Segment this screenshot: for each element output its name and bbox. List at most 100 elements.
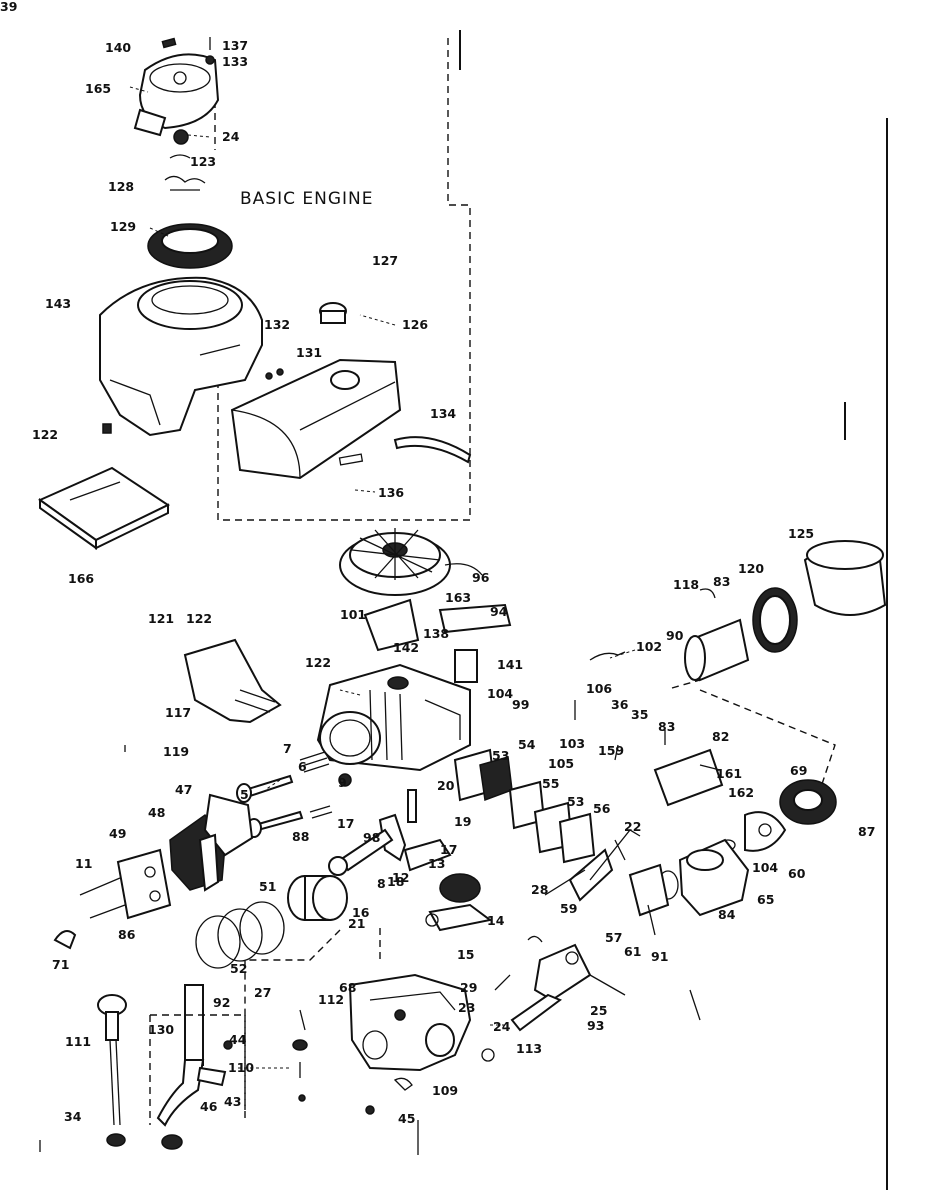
- part-callout: 98: [363, 830, 381, 845]
- part-callout: 36: [611, 697, 629, 712]
- part-callout: 162: [728, 785, 755, 800]
- part-callout: 83: [658, 719, 676, 734]
- oil-fill-tube-part: [156, 984, 227, 1150]
- part-callout: 163: [445, 590, 472, 605]
- part-callout: 48: [148, 805, 166, 820]
- part-callout: 21: [348, 916, 366, 931]
- part-callout: 18: [387, 874, 405, 889]
- part-callout: 52: [230, 961, 248, 976]
- part-callout: 19: [454, 814, 472, 829]
- part-callout: 104: [752, 860, 779, 875]
- piston-part: [287, 875, 348, 921]
- part-callout: 104: [487, 686, 514, 701]
- part-callout: 165: [85, 81, 112, 96]
- governor-hardware-part: [223, 1009, 308, 1102]
- part-callout: 134: [430, 406, 457, 421]
- part-callout: 24: [222, 129, 240, 144]
- part-callout: 83: [713, 574, 731, 589]
- part-callout: 130: [148, 1022, 175, 1037]
- part-callout: 125: [788, 526, 815, 541]
- part-callout: 142: [393, 640, 420, 655]
- part-callout: 27: [254, 985, 272, 1000]
- part-callout: 43: [224, 1094, 242, 1109]
- deflector-part: [183, 638, 282, 724]
- part-callout: 94: [490, 604, 508, 619]
- part-callout: 166: [68, 571, 95, 586]
- part-callout: 17: [337, 816, 355, 831]
- part-callout: 117: [165, 705, 192, 720]
- part-callout: 93: [587, 1018, 605, 1033]
- part-callout: 118: [673, 577, 700, 592]
- part-callout: 12: [392, 870, 410, 885]
- flywheel-part: [339, 528, 483, 596]
- part-callout: 137: [222, 38, 249, 53]
- air-cleaner-leader: [671, 679, 836, 791]
- part-callout: 49: [109, 826, 127, 841]
- part-callout: 22: [624, 819, 642, 834]
- part-callout: 7: [283, 741, 292, 756]
- part-callout: 112: [318, 992, 345, 1007]
- part-callout: 133: [222, 54, 249, 69]
- part-callout: 143: [45, 296, 72, 311]
- part-callout: 109: [432, 1083, 459, 1098]
- part-callout: 23: [458, 1000, 476, 1015]
- part-callout: 91: [651, 949, 669, 964]
- part-callout: 16: [352, 905, 370, 920]
- part-callout: 86: [118, 927, 136, 942]
- rewind-starter-part: [133, 37, 220, 137]
- part-callout: 113: [516, 1041, 543, 1056]
- governor-linkage-part: [544, 829, 641, 902]
- part-callout: 53: [567, 794, 585, 809]
- part-callout: 29: [460, 980, 478, 995]
- part-callout: 51: [259, 879, 277, 894]
- part-callout: 35: [631, 707, 649, 722]
- part-callout: 6: [298, 759, 307, 774]
- part-callout: 24: [493, 1019, 511, 1034]
- part-callout: 56: [593, 801, 611, 816]
- part-callout: 128: [108, 179, 135, 194]
- part-callout: 141: [497, 657, 524, 672]
- part-callout: 88: [292, 829, 310, 844]
- part-callout: 69: [790, 763, 808, 778]
- part-callout: 99: [512, 697, 530, 712]
- part-callout: 9: [338, 775, 347, 790]
- diagram-title: BASIC ENGINE: [240, 189, 374, 209]
- part-callout: 136: [378, 485, 405, 500]
- crankshaft-part: [378, 789, 452, 872]
- fuel-tank-part: [230, 302, 472, 480]
- part-callout: 103: [559, 736, 586, 751]
- part-callout: 105: [548, 756, 575, 771]
- air-cleaner-parts: [684, 540, 887, 682]
- muffler-part: [169, 793, 254, 892]
- part-callout: 122: [186, 611, 213, 626]
- muffler-bracket-part: [53, 848, 172, 950]
- misc-hardware: [39, 700, 701, 1155]
- part-callout: 8: [377, 876, 386, 891]
- part-callout: 92: [213, 995, 231, 1010]
- part-callout: 110: [228, 1060, 255, 1075]
- part-callout: 45: [398, 1111, 416, 1126]
- part-callout: 71: [52, 957, 70, 972]
- part-callout: 111: [65, 1034, 92, 1049]
- crankcase-leader: [244, 928, 381, 1110]
- part-callout: 59: [560, 901, 578, 916]
- part-callout: 159: [598, 743, 625, 758]
- part-callout: 90: [666, 628, 684, 643]
- part-callout: 122: [32, 427, 59, 442]
- part-callout: 53: [492, 748, 510, 763]
- throttle-arm-part: [510, 935, 626, 1032]
- part-callout: 25: [590, 1003, 608, 1018]
- part-callout: 121: [148, 611, 175, 626]
- ignition-parts: [363, 598, 626, 683]
- part-callout: 61: [624, 944, 642, 959]
- starter-cup-part: [720, 779, 837, 852]
- clip-part: [393, 1077, 413, 1091]
- part-callout: 106: [586, 681, 613, 696]
- reed-valve-parts: [453, 748, 596, 864]
- part-callout: 96: [472, 570, 490, 585]
- part-callout: 5: [240, 787, 249, 802]
- small-hardware: [164, 129, 206, 191]
- part-callout: 120: [738, 561, 765, 576]
- part-callout: 55: [542, 776, 560, 791]
